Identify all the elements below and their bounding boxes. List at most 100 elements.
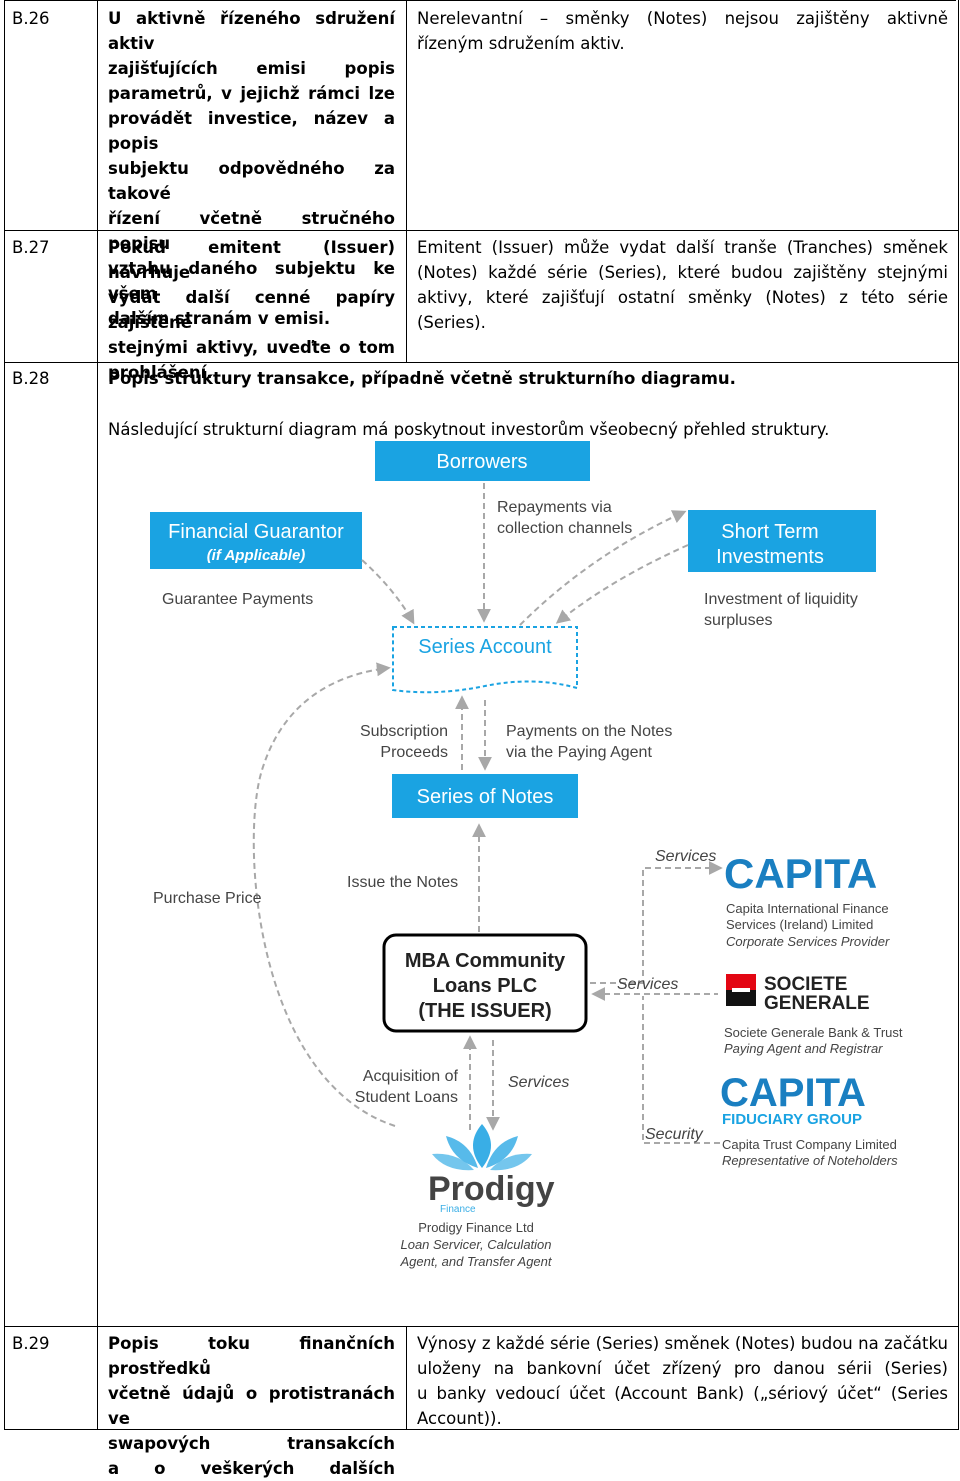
- societe-generale-logo-1: SOCIETE: [764, 974, 847, 995]
- structure-diagram: Borrowers Financial Guarantor (if Applic…: [150, 441, 903, 1269]
- heading-line: a o veškerých dalších: [108, 1459, 395, 1478]
- content-line: řízeným sdružením aktiv.: [417, 34, 625, 53]
- issuer-label-2: Loans PLC: [433, 975, 537, 997]
- row-heading-b27: Pokud emitent (Issuer) navrhuje vydat da…: [108, 235, 395, 385]
- financial-guarantor-box: [150, 512, 362, 569]
- societe-generale-logo-bottom: [726, 990, 756, 1006]
- table-border-top: [4, 0, 956, 1]
- heading-line: swapových transakcích: [108, 1434, 395, 1453]
- content-line: (Notes) každé série (Series), které budo…: [417, 263, 948, 282]
- content-line: Account)).: [417, 1409, 502, 1428]
- heading-line: subjektu odpovědného za takové: [108, 159, 395, 203]
- heading-line: vydat další cenné papíry zajištěné: [108, 288, 395, 332]
- column-divider-content-b26: [406, 0, 407, 362]
- borrowers-label: Borrowers: [436, 451, 527, 473]
- row-divider-b28-b29: [4, 1326, 959, 1327]
- financial-guarantor-label: Financial Guarantor: [168, 521, 344, 543]
- row-id-b27: B.27: [12, 238, 50, 257]
- row-intro-b28: Následující strukturní diagram má poskyt…: [108, 420, 830, 439]
- heading-line: parametrů, v jejichž rámci lze: [108, 84, 395, 103]
- prodigy-logo: Prodigy: [428, 1170, 555, 1208]
- capita1-line-2: Services (Ireland) Limited: [726, 917, 873, 932]
- arrow-purchase-price: [252, 662, 396, 1127]
- heading-line: dalším stranám v emisi.: [108, 309, 331, 328]
- heading-line: zajišťujících emisi popis: [108, 59, 395, 78]
- short-term-label-1: Short Term: [721, 521, 818, 543]
- financial-guarantor-sub: (if Applicable): [207, 547, 306, 564]
- arrow-account-to-shortterm: [519, 510, 687, 626]
- content-line: aktivy, které zajišťují ostatní směnky (…: [417, 288, 948, 307]
- services-capita-label: Services: [655, 848, 716, 865]
- capita2-line-1: Capita Trust Company Limited: [722, 1137, 897, 1152]
- heading-line: Pokud emitent (Issuer) navrhuje: [108, 238, 395, 282]
- arrow-guarantor-to-account: [361, 559, 415, 625]
- prodigy-line-1: Prodigy Finance Ltd: [418, 1220, 534, 1235]
- row-heading-b26: U aktivně řízeného sdružení aktiv zajišť…: [108, 6, 395, 331]
- prodigy-logo-sub: Finance: [440, 1204, 476, 1215]
- content-line: Nerelevantní – směnky (Notes) nejsou zaj…: [417, 9, 948, 28]
- acquisition-label-2: Student Loans: [355, 1089, 458, 1106]
- column-divider-id: [97, 0, 98, 1430]
- table-border-bottom: [4, 1429, 959, 1430]
- issuer-box: [382, 933, 588, 1033]
- issue-notes-label: Issue the Notes: [347, 874, 458, 891]
- capita1-line-3: Corporate Services Provider: [726, 934, 890, 949]
- row-id-b26: B.26: [12, 9, 50, 28]
- capita1-line-1: Capita International Finance: [726, 901, 889, 916]
- short-term-investments-box: [688, 510, 876, 572]
- guarantee-payments-label: Guarantee Payments: [162, 591, 313, 608]
- arrow-services-capita: [590, 861, 723, 984]
- repayments-label-1: Repayments via: [497, 499, 612, 516]
- series-of-notes-box: [392, 774, 578, 818]
- capita-fiduciary-logo: CAPITA: [720, 1071, 866, 1115]
- sg-line-2: Paying Agent and Registrar: [724, 1041, 883, 1056]
- capita-logo: CAPITA: [724, 850, 877, 897]
- arrow-shortterm-to-account: [555, 544, 689, 624]
- investment-liquidity-label-2: surpluses: [704, 612, 772, 629]
- subscription-label-1: Subscription: [360, 723, 448, 740]
- societe-generale-logo-bar: [732, 988, 750, 992]
- row-id-b28: B.28: [12, 369, 50, 388]
- issuer-label-3: (THE ISSUER): [418, 1000, 551, 1022]
- content-line: (Series).: [417, 313, 486, 332]
- heading-line: prohlášení.: [108, 363, 213, 382]
- arrow-security: [642, 996, 720, 1144]
- heading-line: řízení včetně stručného popisu: [108, 209, 395, 253]
- issuer-label-1: MBA Community: [405, 950, 566, 972]
- capita2-line-2: Representative of Noteholders: [722, 1153, 898, 1168]
- repayments-label-2: collection channels: [497, 520, 632, 537]
- row-divider-b27-b28: [4, 362, 959, 363]
- payments-notes-label-2: via the Paying Agent: [506, 744, 652, 761]
- heading-line: U aktivně řízeného sdružení aktiv: [108, 9, 395, 53]
- acquisition-label-1: Acquisition of: [363, 1068, 459, 1085]
- services-sg-label: Services: [617, 976, 678, 993]
- content-line: Emitent (Issuer) může vydat další tranše…: [417, 238, 948, 257]
- column-divider-content-b29: [406, 1326, 407, 1430]
- lotus-icon: [432, 1124, 532, 1171]
- prodigy-line-2: Loan Servicer, Calculation: [400, 1237, 551, 1252]
- row-content-b27: Emitent (Issuer) může vydat další tranše…: [417, 235, 948, 335]
- series-account-label: Series Account: [418, 636, 552, 658]
- services-prodigy-label: Services: [508, 1074, 569, 1091]
- payments-notes-label-1: Payments on the Notes: [506, 723, 672, 740]
- heading-line: včetně údajů o protistranách ve: [108, 1384, 395, 1428]
- series-account-box: [392, 626, 578, 694]
- row-id-b29: B.29: [12, 1334, 50, 1353]
- subscription-label-2: Proceeds: [380, 744, 448, 761]
- heading-line: vztahu daného subjektu ke všem: [108, 259, 395, 303]
- row-content-b26: Nerelevantní – směnky (Notes) nejsou zaj…: [417, 6, 948, 56]
- row-heading-b29: Popis toku finančních prostředků včetně …: [108, 1331, 395, 1481]
- heading-line: stejnými aktivy, uveďte o tom: [108, 338, 395, 357]
- table-border-left: [4, 0, 5, 1430]
- heading-line: Popis toku finančních prostředků: [108, 1334, 395, 1378]
- security-label: Security: [645, 1126, 704, 1143]
- heading-line: provádět investice, název a popis: [108, 109, 395, 153]
- investment-liquidity-label-1: Investment of liquidity: [704, 591, 858, 608]
- row-content-b29: Výnosy z každé série (Series) směnek (No…: [417, 1331, 948, 1431]
- content-line: uloženy na bankovní účet zřízený pro dan…: [417, 1359, 948, 1378]
- borrowers-box: [375, 441, 590, 481]
- societe-generale-logo-top: [726, 974, 756, 990]
- prodigy-line-3: Agent, and Transfer Agent: [399, 1254, 552, 1269]
- content-line: Výnosy z každé série (Series) směnek (No…: [417, 1334, 948, 1353]
- societe-generale-logo-2: GENERALE: [764, 993, 870, 1014]
